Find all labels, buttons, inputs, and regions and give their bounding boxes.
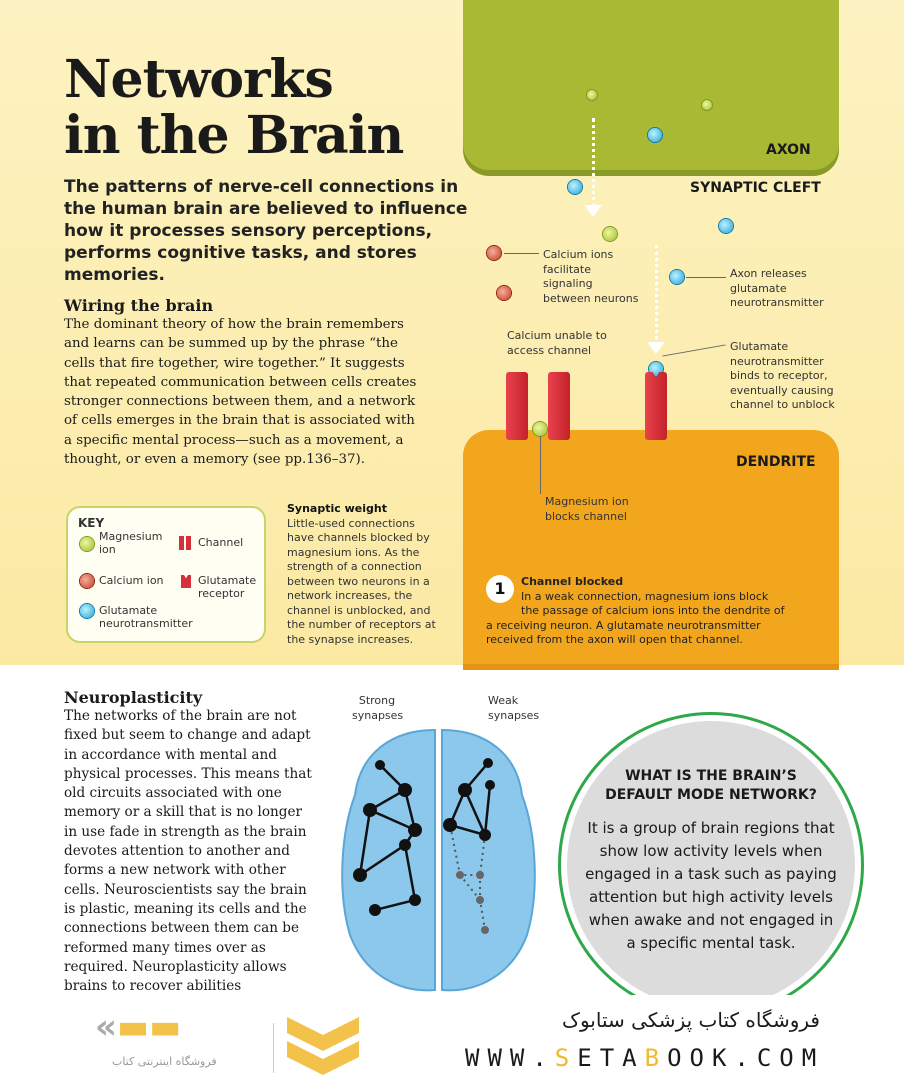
dendrite-shape [463, 430, 839, 670]
synaptic-cleft-label: SYNAPTIC CLEFT [690, 180, 821, 196]
magnesium-ion-icon [80, 537, 94, 551]
magnesium-ion-icon [702, 100, 712, 110]
key-magnesium: Magnesium ion [99, 530, 163, 556]
intro-text: The patterns of nerve-cell connections i… [64, 177, 468, 285]
glutamate-icon [719, 219, 733, 233]
channel-left [506, 372, 528, 440]
site-url: WWW.SETABOOK.COM [465, 1044, 825, 1072]
glutamate-icon [80, 604, 94, 618]
chevron-logo-icon [287, 1017, 359, 1075]
key-title: KEY [78, 516, 105, 530]
axon-shape [463, 0, 839, 170]
dmn-question: WHAT IS THE BRAIN’S DEFAULT MODE NETWORK… [605, 768, 817, 803]
calcium-ion-icon [497, 286, 511, 300]
weak-synapses-label: Weak synapses [488, 694, 540, 722]
neuroplasticity-section: Neuroplasticity The networks of the brai… [64, 688, 314, 994]
key-receptor: Glutamate receptor [198, 574, 257, 600]
dmn-answer: It is a group of brain regions that show… [585, 819, 837, 952]
shop-name: فروشگاه کتاب پزشکی ستابوک [562, 1008, 820, 1032]
axon-label: AXON [766, 142, 811, 158]
wiring-heading: Wiring the brain [64, 296, 214, 315]
default-mode-network-callout: WHAT IS THE BRAIN’S DEFAULT MODE NETWORK… [558, 712, 864, 1018]
calcium-ion-icon [80, 574, 94, 588]
dendrite-label: DENDRITE [736, 454, 816, 470]
label-axon-releases: Axon releases glutamate neurotransmitter [730, 267, 824, 309]
synaptic-weight-text: Little-used connections have channels bl… [287, 516, 436, 646]
key-box: KEY Magnesium ion Calcium ion Glutamate … [66, 506, 266, 643]
setabook-logo: «▬▬ [95, 1007, 182, 1047]
brain-network-illustration [341, 728, 536, 992]
arrow-down-icon [655, 245, 658, 345]
label-calcium-signaling: Calcium ions facilitate signaling betwee… [543, 248, 639, 305]
receptor-icon [181, 575, 191, 588]
magnesium-ion-icon [533, 422, 547, 436]
magnesium-ion-icon [603, 227, 617, 241]
key-glutamate: Glutamate neurotransmitter [99, 604, 193, 630]
synaptic-weight-heading: Synaptic weight [287, 502, 387, 515]
step-title: Channel blocked [521, 575, 624, 588]
channel-right [548, 372, 570, 440]
glutamate-receptor [645, 372, 667, 440]
step-text: In a weak connection, magnesium ions blo… [486, 589, 785, 647]
key-calcium: Calcium ion [99, 574, 164, 587]
arrow-head-icon [647, 342, 665, 363]
arrow-head-icon [584, 205, 602, 226]
glutamate-icon [670, 270, 684, 284]
glutamate-icon [568, 180, 582, 194]
neuroplasticity-heading: Neuroplasticity [64, 688, 203, 707]
divider [273, 1023, 274, 1073]
neuroplasticity-text: The networks of the brain are not fixed … [64, 708, 312, 994]
arrow-down-icon [592, 118, 595, 208]
leader-line [540, 436, 541, 494]
glutamate-icon [648, 128, 662, 142]
calcium-ion-icon [487, 246, 501, 260]
magnesium-ion-icon [587, 90, 597, 100]
step-number-badge: 1 [486, 575, 514, 603]
key-channel: Channel [198, 536, 244, 549]
leader-line [504, 253, 539, 254]
wiring-section: Wiring the brain The dominant theory of … [64, 296, 424, 469]
wiring-text: The dominant theory of how the brain rem… [64, 317, 417, 468]
synaptic-weight: Synaptic weight Little-used connections … [287, 502, 437, 647]
leader-line [686, 277, 726, 278]
label-glutamate-binds: Glutamate neurotransmitter binds to rece… [730, 340, 835, 411]
watermark-bar: «▬▬ فروشگاه اینترنتی کتاب فروشگاه کتاب پ… [0, 995, 904, 1080]
logo-subtitle: فروشگاه اینترنتی کتاب [112, 1055, 217, 1068]
strong-synapses-label: Strong synapses [352, 694, 404, 722]
label-magnesium-blocks: Magnesium ion blocks channel [545, 495, 629, 523]
label-calcium-unable: Calcium unable to access channel [507, 329, 607, 357]
channel-icon [179, 536, 184, 550]
